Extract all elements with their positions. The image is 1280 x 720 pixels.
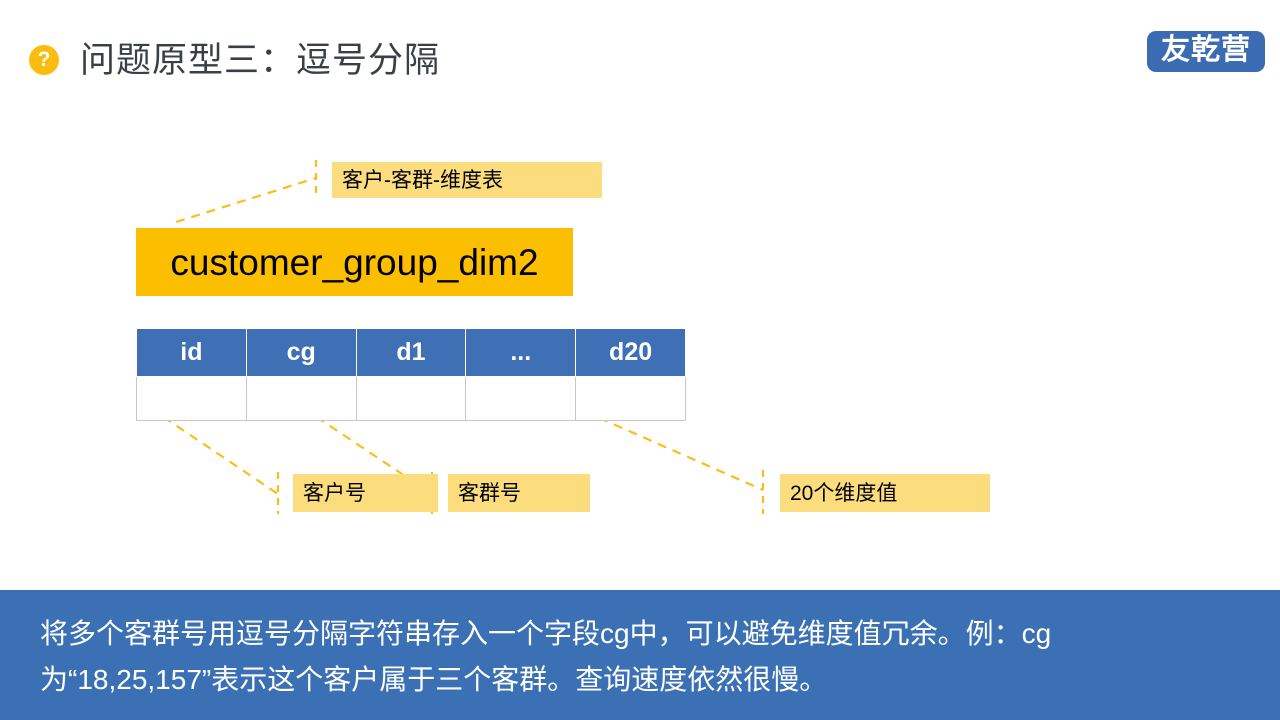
- label-table-description: 客户-客群-维度表: [332, 162, 602, 198]
- brand-logo: 友乾营: [1146, 31, 1265, 72]
- page-header: ? 问题原型三：逗号分隔 友乾营: [0, 0, 1280, 100]
- column-header-id: id: [136, 328, 247, 377]
- table-cell-id: [136, 376, 247, 421]
- page-title: 问题原型三：逗号分隔: [80, 41, 441, 80]
- table-cell-d20: [575, 376, 686, 421]
- connector-tablename: [175, 176, 317, 224]
- table-row: [136, 376, 686, 421]
- table-name-text: customer_group_dim2: [170, 241, 539, 283]
- column-header-ellipsis: ...: [465, 328, 577, 377]
- table-name-box: customer_group_dim2: [136, 228, 573, 296]
- schema-table: id cg d1 ... d20: [136, 328, 686, 421]
- table-cell-cg: [245, 376, 357, 421]
- column-header-d1: d1: [355, 328, 467, 377]
- column-header-d20: d20: [575, 328, 686, 377]
- footer-text-line-2: 为“18,25,157”表示这个客户属于三个客群。查询速度依然很慢。: [40, 664, 828, 695]
- table-cell-d1: [355, 376, 467, 421]
- footer-band: 将多个客群号用逗号分隔字符串存入一个字段cg中，可以避免维度值冗余。例：cg 为…: [0, 590, 1280, 720]
- footer-text-line-1: 将多个客群号用逗号分隔字符串存入一个字段cg中，可以避免维度值冗余。例：cg: [40, 618, 1052, 649]
- annotation-cg: 客群号: [448, 474, 590, 512]
- table-cell-ellipsis: [465, 376, 577, 421]
- column-header-cg: cg: [245, 328, 357, 377]
- annotation-id: 客户号: [293, 474, 438, 512]
- annotation-d20: 20个维度值: [780, 474, 990, 512]
- table-header-row: id cg d1 ... d20: [136, 328, 686, 377]
- question-mark-circle-icon: ?: [29, 45, 59, 75]
